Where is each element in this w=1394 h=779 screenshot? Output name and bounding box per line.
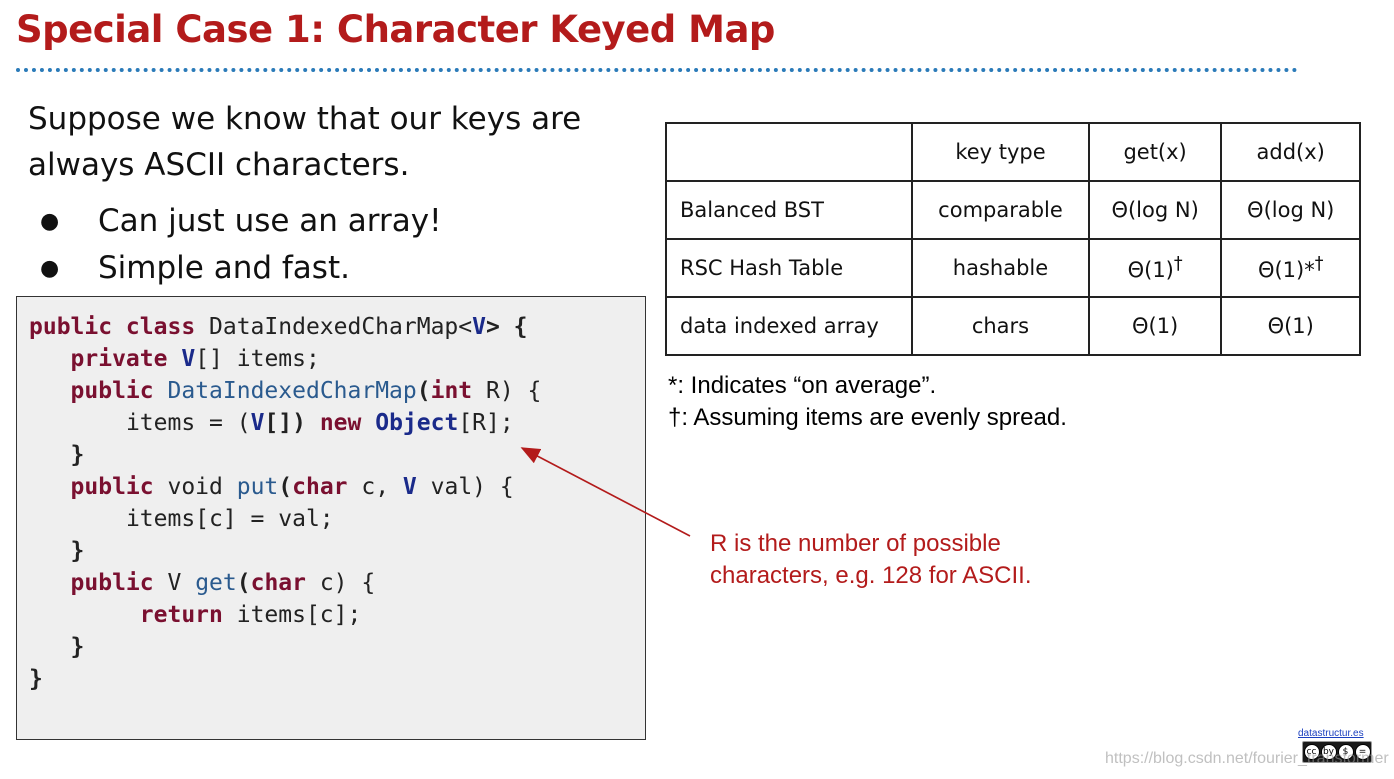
table-cell: Θ(1) [1220, 296, 1361, 356]
code-line-5: } [70, 442, 85, 468]
table-row-label: Balanced BST [664, 180, 914, 240]
table-cell: chars [911, 296, 1090, 356]
table-cell: Θ(1)† [1087, 238, 1223, 298]
watermark: https://blog.csdn.net/fourier_transforme… [1105, 750, 1389, 767]
annotation-text: R is the number of possible characters, … [710, 530, 1032, 589]
table-row-label: RSC Hash Table [664, 238, 914, 298]
table-header-cell: key type [911, 122, 1090, 182]
code-line-6: public void put(char c, V val) { [70, 474, 514, 500]
cc-icon: cc [1303, 744, 1320, 760]
bullet-dot-icon: ● [40, 256, 60, 281]
footnote-dagger: †: Assuming items are evenly spread. [668, 404, 1067, 431]
table-cell: comparable [911, 180, 1090, 240]
table-header-cell [664, 122, 914, 182]
intro-text: Suppose we know that our keys are always… [28, 101, 582, 183]
code-block: public class DataIndexedCharMap<V> { pri… [16, 296, 646, 740]
code-line-12: } [29, 666, 43, 692]
code-line-10: return items[c]; [139, 602, 362, 628]
table-cell: Θ(1)*† [1220, 238, 1361, 298]
table-header-row: key type get(x) add(x) [664, 122, 1361, 182]
table-row: RSC Hash Table hashable Θ(1)† Θ(1)*† [664, 238, 1361, 298]
table-header-cell: add(x) [1220, 122, 1361, 182]
slide-title: Special Case 1: Character Keyed Map [16, 8, 775, 51]
title-divider [16, 68, 1298, 72]
bullet-item: ●Can just use an array! [40, 198, 442, 245]
dagger-mark: † [1314, 254, 1324, 274]
table-row-label: data indexed array [664, 296, 914, 356]
code-line-9: public V get(char c) { [70, 570, 376, 596]
bullet-dot-icon: ● [40, 209, 60, 234]
table-row: data indexed array chars Θ(1) Θ(1) [664, 296, 1361, 356]
dagger-mark: † [1173, 254, 1183, 274]
code-line-7: items[c] = val; [125, 506, 334, 532]
table-row: Balanced BST comparable Θ(log N) Θ(log N… [664, 180, 1361, 240]
code-line-4: items = (V[]) new Object[R]; [125, 410, 514, 436]
code-line-1: public class DataIndexedCharMap<V> { [29, 314, 528, 340]
table-footnotes: *: Indicates “on average”. †: Assuming i… [668, 370, 1067, 434]
cc-license-badge: cc by $ = [1302, 741, 1372, 763]
table-cell: Θ(log N) [1220, 180, 1361, 240]
comparison-table: key type get(x) add(x) Balanced BST comp… [664, 122, 1361, 356]
footnote-star: *: Indicates “on average”. [668, 372, 937, 399]
by-icon: by [1320, 744, 1337, 760]
bullet-list: ●Can just use an array! ●Simple and fast… [40, 198, 442, 292]
site-link[interactable]: datastructur.es [1298, 728, 1364, 739]
table-header-cell: get(x) [1087, 122, 1223, 182]
bullet-item: ●Simple and fast. [40, 245, 442, 292]
code-line-11: } [70, 634, 85, 660]
code-listing: public class DataIndexedCharMap<V> { pri… [29, 311, 541, 695]
table-cell: hashable [911, 238, 1090, 298]
code-line-8: } [70, 538, 85, 564]
noncommercial-icon: $ [1337, 744, 1354, 760]
noderivs-icon: = [1354, 744, 1371, 760]
table-cell: Θ(1) [1087, 296, 1223, 356]
table-cell: Θ(log N) [1087, 180, 1223, 240]
code-line-2: private V[] items; [70, 346, 320, 372]
code-line-3: public DataIndexedCharMap(int R) { [70, 378, 542, 404]
